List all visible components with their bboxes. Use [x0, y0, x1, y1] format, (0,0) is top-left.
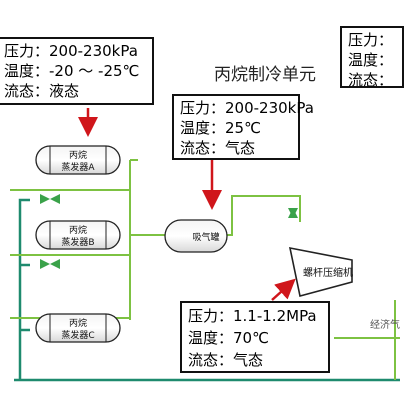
- pressure-text: 压力：: [348, 31, 394, 49]
- info-box-evaporator-inlet: 压力：200-230kPa 温度：-20 ～ -25℃ 流态：液态: [0, 37, 154, 105]
- evap-b-label-2: 蒸发器B: [61, 236, 94, 248]
- info-box-discharge: 压力：1.1-1.2MPa 温度：70℃ 流态：气态: [180, 301, 330, 373]
- compressor-label: 螺杆压缩机: [303, 266, 353, 279]
- temperature-text: 温度：70℃: [188, 329, 269, 347]
- callout-arrows: [78, 108, 296, 301]
- state-text: 流态：气态: [180, 139, 256, 157]
- pressure-text: 压力：200-230kPa: [4, 42, 138, 60]
- temperature-text: 温度：-20 ～ -25℃: [4, 62, 140, 80]
- evap-a-label-1: 丙烷: [69, 149, 87, 161]
- evap-b-label-1: 丙烷: [69, 224, 87, 236]
- valve-a[interactable]: [40, 194, 60, 204]
- info-box-suction: 压力：200-230kPa 温度：25℃ 流态：气态: [172, 94, 314, 160]
- valve-d[interactable]: [288, 208, 298, 218]
- state-text: 流态：气态: [188, 351, 264, 369]
- pressure-text: 压力：1.1-1.2MPa: [188, 307, 317, 325]
- suction-drum[interactable]: 吸气罐: [164, 219, 228, 253]
- return-line: [14, 198, 400, 382]
- screw-compressor[interactable]: 螺杆压缩机: [288, 246, 353, 297]
- evaporator-c[interactable]: 丙烷 蒸发器C: [35, 313, 121, 343]
- evap-a-label-2: 蒸发器A: [61, 161, 95, 173]
- pressure-text: 压力：200-230kPa: [180, 99, 314, 117]
- diagram-title: 丙烷制冷单元: [214, 65, 316, 85]
- state-text: 流态：: [348, 71, 394, 89]
- drum-label: 吸气罐: [192, 231, 219, 243]
- evap-c-label-1: 丙烷: [69, 317, 87, 329]
- temperature-text: 温度：25℃: [180, 119, 261, 137]
- info-box-top-right: 压力： 温度： 流态：: [340, 26, 404, 89]
- state-text: 流态：液态: [4, 82, 80, 100]
- evap-c-label-2: 蒸发器C: [61, 329, 94, 341]
- evaporator-a[interactable]: 丙烷 蒸发器A: [35, 145, 121, 175]
- evaporator-b[interactable]: 丙烷 蒸发器B: [35, 220, 121, 250]
- temperature-text: 温度：: [348, 51, 394, 69]
- economizer-label: 经济气: [370, 318, 400, 331]
- valve-b[interactable]: [40, 259, 60, 269]
